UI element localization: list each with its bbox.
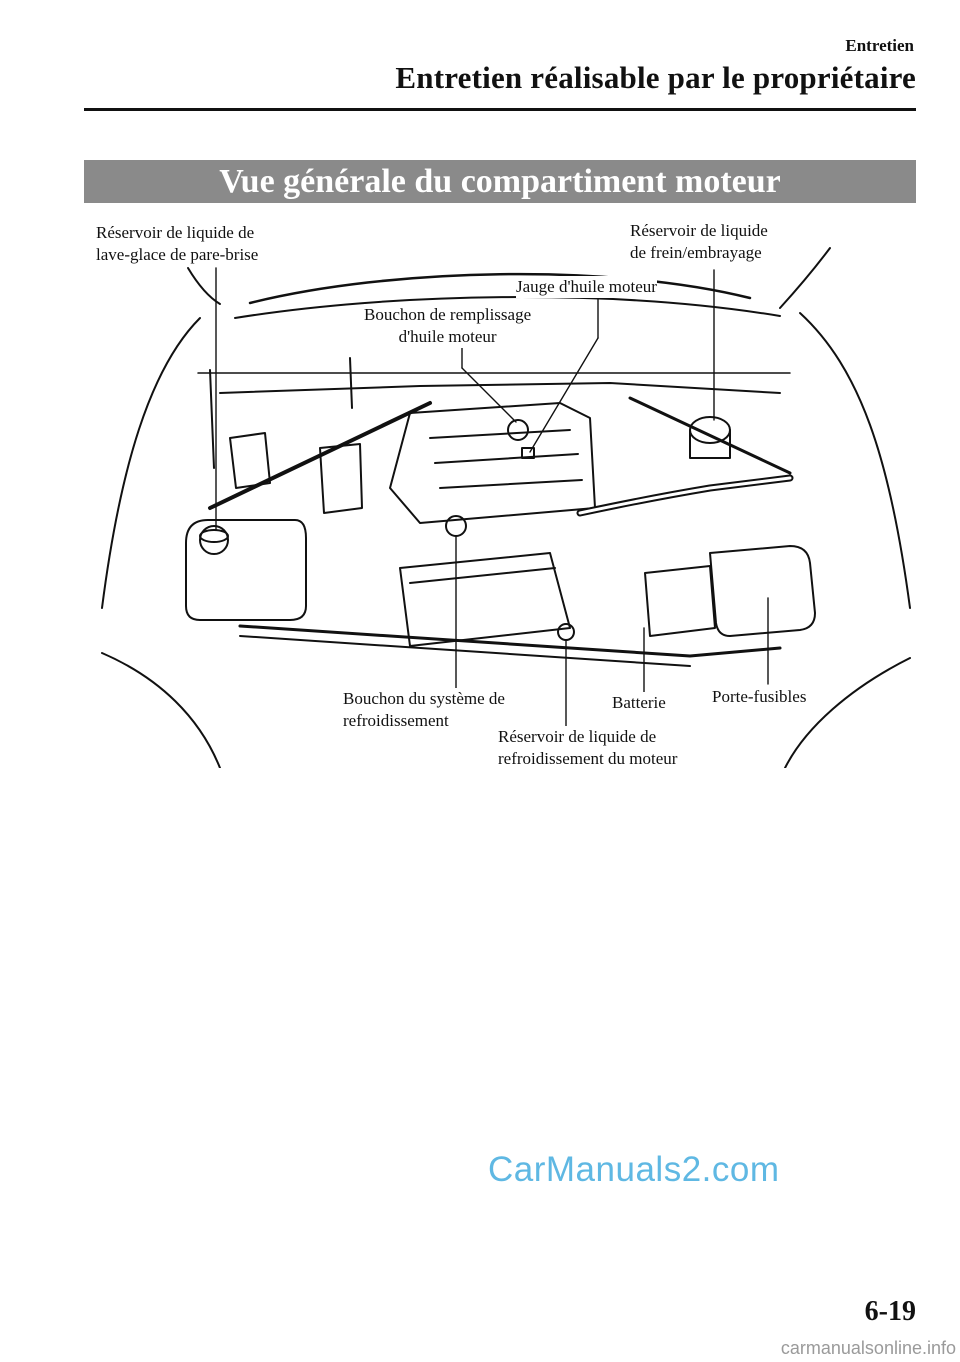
footer-watermark: carmanualsonline.info bbox=[780, 1338, 956, 1358]
label-oil-dipstick: Jauge d'huile moteur bbox=[516, 276, 657, 298]
page-title: Entretien réalisable par le propriétaire bbox=[395, 60, 916, 95]
watermark-logo: CarManuals2.com bbox=[488, 1150, 780, 1189]
section-name: Entretien bbox=[845, 36, 914, 55]
label-battery: Batterie bbox=[612, 692, 666, 714]
page-number: 6-19 bbox=[864, 1296, 916, 1327]
engine-compartment-illustration bbox=[101, 247, 911, 768]
label-fuse-box: Porte-fusibles bbox=[712, 686, 807, 708]
header-rule bbox=[84, 108, 916, 111]
section-banner: Vue générale du compartiment moteur bbox=[84, 160, 916, 203]
